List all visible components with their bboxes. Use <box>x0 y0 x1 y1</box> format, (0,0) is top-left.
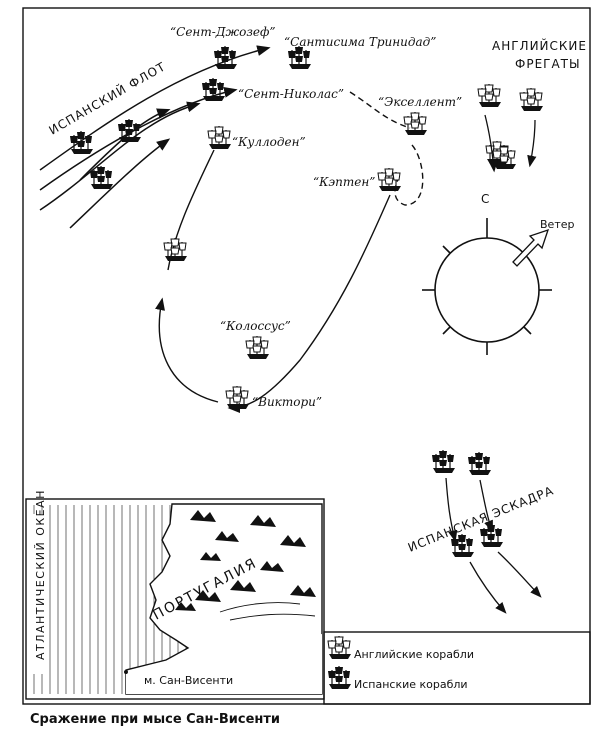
wind-arrow <box>512 228 550 267</box>
english-frigates-label-line1: АНГЛИЙСКИЕ <box>492 38 587 53</box>
legend-spanish-label: Испанские корабли <box>354 678 468 691</box>
english-frigates <box>477 83 544 173</box>
english-frigates-label-line2: ФРЕГАТЫ <box>515 57 581 71</box>
label-colossus: “Колоссус” <box>220 319 291 333</box>
wind-label: Ветер <box>540 218 574 231</box>
spanish-squadron-label: ИСПАНСКАЯ ЭСКАДРА <box>406 483 556 554</box>
legend-spanish-ship-icon <box>327 665 352 690</box>
label-excellent: “Экселлент” <box>378 95 462 109</box>
label-san-nicolas: “Сент-Николас” <box>238 87 344 101</box>
label-culloden: “Куллоден” <box>232 135 306 149</box>
inset-map <box>25 498 325 700</box>
legend <box>323 631 591 705</box>
inset-ocean-label: АТЛАНТИЧЕСКИЙ ОКЕАН <box>34 489 47 660</box>
spanish-squadron-arrows <box>445 477 542 614</box>
figure-caption: Сражение при мысе Сан-Висенти <box>30 712 281 727</box>
label-captain: “Кэптен” <box>313 175 375 189</box>
label-santisima-trinidad: “Сантисима Тринидад” <box>284 35 436 49</box>
label-san-josef: “Сент-Джозеф” <box>170 25 276 39</box>
compass-dial <box>422 218 552 355</box>
map-frame <box>22 7 591 705</box>
legend-english-ship-icon <box>327 635 352 660</box>
inset-cape-label: м. Сан-Висенти <box>144 674 233 687</box>
spanish-fleet-arrows <box>39 45 271 229</box>
spanish-fleet-ships <box>69 45 312 190</box>
label-victory: “Виктори” <box>252 395 322 409</box>
legend-english-label: Английские корабли <box>354 648 474 661</box>
compass-north-label: С <box>481 192 490 206</box>
